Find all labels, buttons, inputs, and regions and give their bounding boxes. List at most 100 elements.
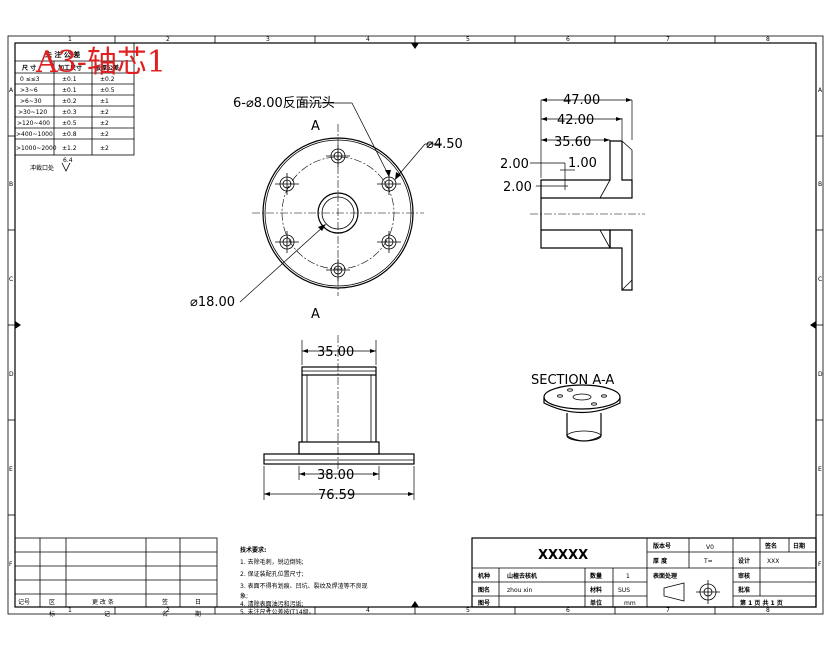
- col-label: 7: [666, 607, 670, 614]
- qty-value: 1: [626, 573, 630, 580]
- qty-label: 数量: [590, 572, 602, 580]
- col-label: 2: [166, 607, 170, 614]
- row-label: A: [9, 87, 14, 94]
- drawing-no-label: 图名: [478, 586, 490, 594]
- title-block: XXXXX 版本号 V0 厚 度 T= 签名 日期 设计 XXX 机种 山楂去核…: [471, 537, 817, 608]
- tolerance-cell: >120~400: [17, 120, 50, 127]
- outer-border: [7, 35, 824, 615]
- rev-label: 记: [104, 611, 110, 618]
- unit-value: mm: [624, 600, 636, 607]
- part-no-label: 图号: [478, 599, 490, 607]
- tech-notes: 技术要求: 1. 去除毛刺，锐边倒钝; 2. 保证装配孔位置尺寸; 3. 表面不…: [240, 546, 368, 616]
- dim-2a: 2.00: [500, 157, 529, 172]
- dim-35: 35.00: [317, 345, 354, 360]
- col-label: 7: [666, 36, 670, 43]
- approve-label: 批准: [738, 586, 750, 594]
- dim-1: 1.00: [568, 156, 597, 171]
- date-label: 日期: [793, 542, 805, 550]
- version-label: 版本号: [652, 542, 671, 550]
- material-value: SUS: [618, 587, 630, 594]
- col-label: 1: [68, 36, 72, 43]
- small-hole-dim: ⌀4.50: [426, 137, 463, 152]
- rev-label: 标: [49, 610, 55, 618]
- outer-dia-dim: ⌀18.00: [190, 295, 235, 310]
- tolerance-cell: >3~6: [20, 87, 38, 94]
- rev-label: 日: [195, 599, 201, 606]
- col-label: 4: [366, 36, 370, 43]
- machine-value: 山楂去核机: [507, 572, 537, 580]
- tolerance-header: 板厚公差: [95, 64, 119, 72]
- hole-note: 6-⌀8.00反面沉头: [233, 96, 335, 111]
- isometric-view: SECTION A-A: [531, 373, 621, 442]
- row-label: D: [9, 371, 14, 378]
- front-view: 35.00 38.00 76.59: [263, 335, 415, 503]
- col-label: 6: [566, 607, 570, 614]
- row-label: D: [818, 371, 823, 378]
- dim-38: 38.00: [317, 468, 354, 483]
- section-label-bottom: A: [311, 307, 320, 322]
- tolerance-cell: ±1.2: [62, 145, 77, 152]
- sign-label: 签名: [764, 542, 777, 550]
- tolerance-header: 加工尺寸: [57, 64, 82, 72]
- tolerance-cell: ±0.5: [62, 120, 77, 127]
- tolerance-cell: ±0.3: [62, 109, 77, 116]
- row-label: B: [818, 181, 822, 188]
- drawing-no-value: zhou xin: [507, 587, 533, 594]
- rev-label: 期: [195, 610, 201, 618]
- col-label: 3: [266, 607, 270, 614]
- thickness-value: T=: [703, 558, 713, 565]
- rev-label: 签: [162, 598, 168, 606]
- design-label: 设计: [738, 557, 750, 565]
- tech-note-item: 1. 去除毛刺，锐边倒钝;: [240, 558, 304, 566]
- machine-label: 机种: [478, 572, 490, 580]
- row-label: B: [9, 181, 13, 188]
- border-grid: 1 2 3 4 5 6 7 8 1 2 3 4 5 6 7 8 A B C D …: [8, 36, 823, 614]
- review-label: 审核: [738, 572, 750, 580]
- tolerance-table: 未 注 公 差 尺 寸 加工尺寸 板厚公差 0 ≤≤3 ±0.1 ±0.2 >3…: [14, 42, 135, 172]
- tolerance-cell: ±2: [100, 109, 109, 116]
- project-name: XXXXX: [538, 548, 588, 563]
- dim-42: 42.00: [557, 113, 594, 128]
- col-label: 2: [166, 36, 170, 43]
- roughness-symbol-icon: [61, 162, 71, 172]
- row-label: C: [9, 276, 13, 283]
- tech-note-item: 象;: [240, 592, 248, 600]
- tolerance-cell: 0 ≤≤3: [20, 76, 40, 83]
- version-value: V0: [706, 544, 714, 551]
- tolerance-cell: >400~1000: [16, 131, 53, 138]
- row-label: F: [818, 561, 822, 568]
- dim-35-6: 35.60: [554, 135, 591, 150]
- inner-border: [14, 42, 817, 608]
- tolerance-cell: ±0.8: [62, 131, 77, 138]
- tolerance-cell: ±0.2: [62, 98, 77, 105]
- thickness-label: 厚 度: [653, 557, 668, 565]
- row-label: E: [818, 466, 822, 473]
- row-label: C: [818, 276, 822, 283]
- tolerance-cell: >1000~2000: [16, 145, 57, 152]
- tolerance-cell: ±1: [100, 98, 109, 105]
- tolerance-title: 未 注 公 差: [45, 50, 80, 59]
- col-label: 6: [566, 36, 570, 43]
- rev-label: 区: [49, 599, 55, 606]
- tech-note-item: 4. 清除表面油污和污垢;: [240, 600, 304, 608]
- finish-value: 6.4: [63, 157, 73, 164]
- section-caption: SECTION A-A: [531, 373, 614, 388]
- dim-2b: 2.00: [503, 180, 532, 195]
- tolerance-cell: ±0.5: [100, 87, 115, 94]
- dim-47: 47.00: [563, 93, 600, 108]
- tech-notes-title: 技术要求:: [240, 546, 266, 554]
- tolerance-cell: ±2: [100, 120, 109, 127]
- sheet-info: 第 1 页 共 1 页: [739, 599, 783, 607]
- rev-label: 更 改 条: [92, 598, 114, 606]
- col-label: 5: [466, 607, 470, 614]
- col-label: 8: [766, 36, 770, 43]
- col-label: 1: [68, 607, 72, 614]
- col-label: 4: [366, 607, 370, 614]
- col-label: 8: [766, 607, 770, 614]
- row-label: A: [818, 87, 823, 94]
- tolerance-cell: >6~30: [20, 98, 42, 105]
- material-label: 材料: [589, 586, 602, 594]
- row-label: F: [9, 561, 13, 568]
